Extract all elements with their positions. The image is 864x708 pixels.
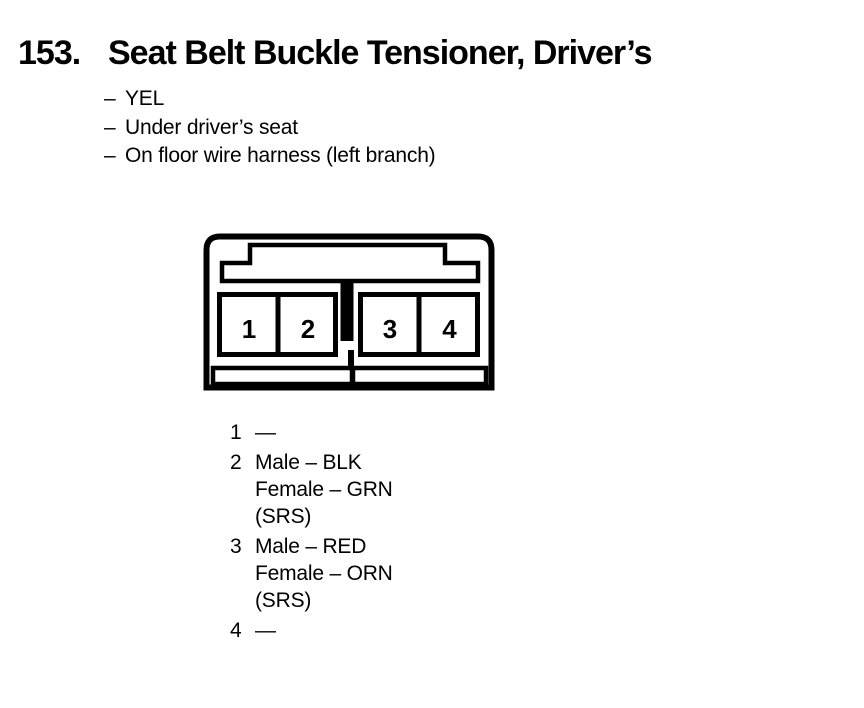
pin-legend-line: — <box>255 619 276 642</box>
pin-entry-1: 1 — <box>230 419 393 446</box>
detail-text: On floor wire harness (left branch) <box>125 144 436 167</box>
heading: 153. Seat Belt Buckle Tensioner, Driver’… <box>18 36 652 70</box>
bottom-rail <box>210 365 489 387</box>
detail-item-location: – Under driver’s seat <box>104 114 435 143</box>
center-tab <box>348 350 354 370</box>
pin-number-label-3: 3 <box>383 314 397 344</box>
center-rib <box>340 281 354 341</box>
pin-legend-number: 4 <box>230 619 242 642</box>
pin-legend-number: 2 <box>230 451 242 474</box>
dash-marker: – <box>104 144 116 167</box>
dash-marker: – <box>104 87 116 110</box>
pin-legend-line: Female – ORN <box>255 562 393 585</box>
pin-legend-line: Female – GRN <box>255 478 393 501</box>
detail-text: Under driver’s seat <box>125 115 298 139</box>
pin-entry-2: 2 Male – BLK Female – GRN (SRS) <box>230 449 393 530</box>
connector-key-slot <box>219 242 481 284</box>
pin-entry-4: 4 — <box>230 617 393 644</box>
pin-legend-lines: Male – RED Female – ORN (SRS) <box>255 533 393 614</box>
dash-marker: – <box>104 115 116 139</box>
pin-legend-number: 1 <box>230 421 242 444</box>
pin-legend-lines: — <box>255 617 276 644</box>
detail-list: – YEL – Under driver’s seat – On floor w… <box>104 85 436 171</box>
pin-number-label-2: 2 <box>301 314 315 344</box>
pin-legend-lines: Male – BLK Female – GRN (SRS) <box>255 449 393 530</box>
detail-item-harness: – On floor wire harness (left branch) <box>104 142 436 171</box>
item-number: 153. <box>18 34 81 72</box>
connector-diagram-svg: 1 2 3 4 <box>203 233 495 391</box>
pin-entry-3: 3 Male – RED Female – ORN (SRS) <box>230 533 393 614</box>
pin-legend-line: Male – BLK <box>255 451 362 474</box>
pin-legend: 1 — 2 Male – BLK Female – GRN (SRS) 3 Ma… <box>230 419 393 647</box>
pin-legend-line: (SRS) <box>255 589 312 612</box>
detail-text: YEL <box>125 87 165 110</box>
pin-legend-lines: — <box>255 419 276 446</box>
page-title: Seat Belt Buckle Tensioner, Driver’s <box>108 34 652 72</box>
connector-diagram: 1 2 3 4 <box>200 230 500 395</box>
pin-number-label-4: 4 <box>442 314 457 344</box>
pin-number-label-1: 1 <box>242 314 256 344</box>
pin-legend-line: (SRS) <box>255 505 312 528</box>
pin-legend-line: — <box>255 421 276 444</box>
detail-item-color: – YEL <box>104 85 435 114</box>
pin-legend-line: Male – RED <box>255 535 367 558</box>
pin-legend-number: 3 <box>230 535 242 558</box>
